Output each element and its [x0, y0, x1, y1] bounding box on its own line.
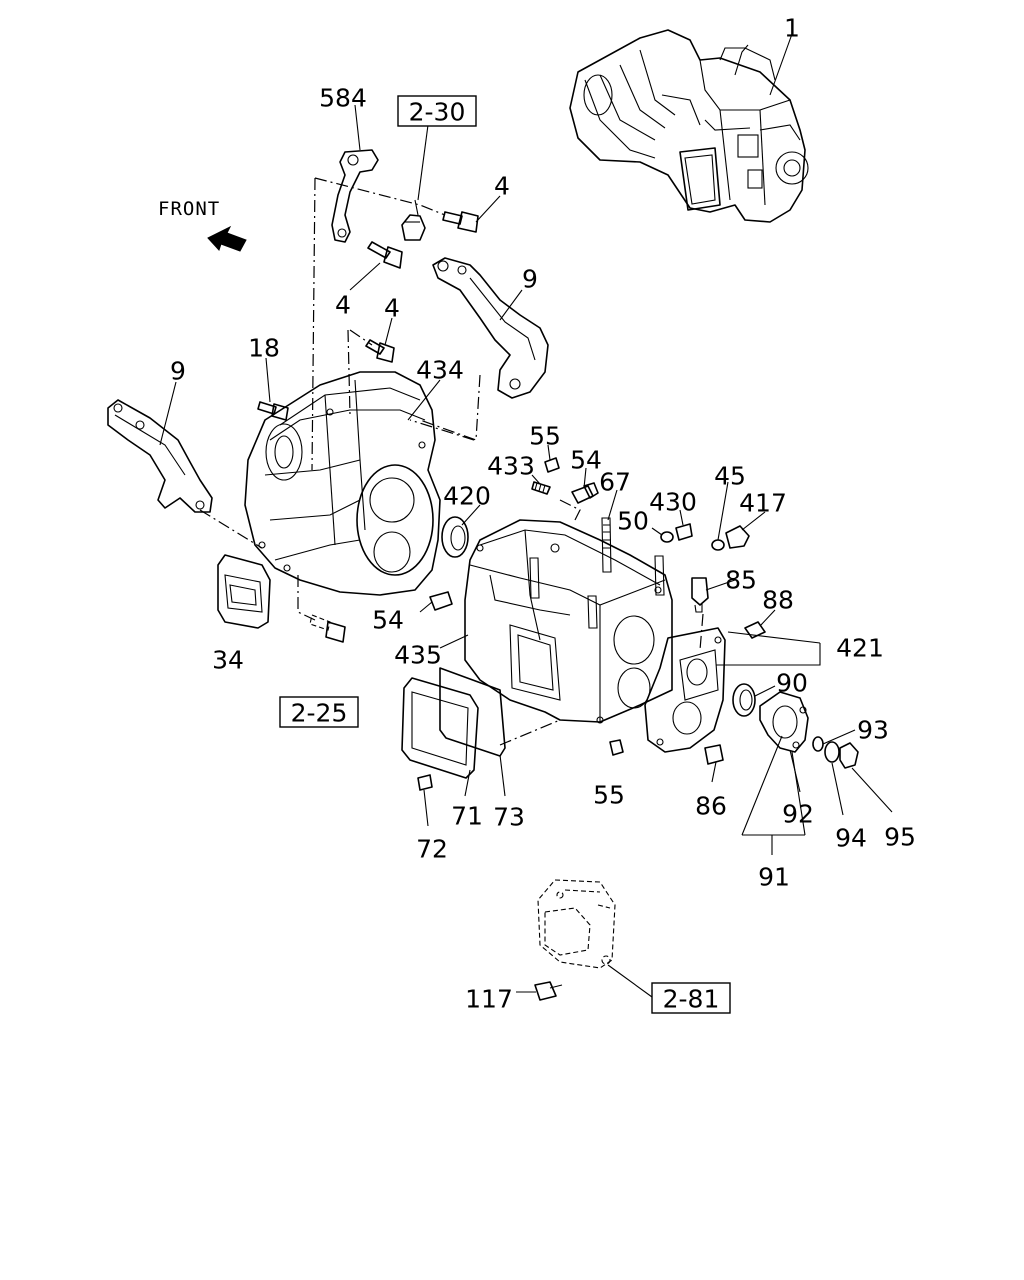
sub-assembly-2-81 [537, 879, 616, 969]
callout-433: 433 [487, 452, 535, 481]
switch-85 [691, 577, 709, 613]
transmission-assembly-thumbnail [569, 29, 809, 223]
clutch-housing-434 [244, 371, 441, 596]
support-bracket-9-left [107, 399, 213, 513]
washer-45 [711, 539, 725, 551]
reference-box-frame [279, 696, 359, 728]
cover-71 [401, 677, 479, 779]
callout-72: 72 [416, 835, 448, 864]
dowel-55-upper [544, 457, 560, 473]
washer-50 [660, 531, 674, 543]
plug-54-lower [429, 591, 453, 611]
callout-91: 91 [758, 863, 790, 892]
reference-label: 2-81 [663, 985, 720, 1014]
callout-434: 434 [416, 356, 464, 385]
bracket-584 [331, 149, 379, 243]
support-bracket-9-right [432, 257, 549, 399]
bolt-430 [675, 523, 693, 541]
reference-box-2-30[interactable]: 2-30 [397, 95, 477, 127]
callout-54: 54 [570, 446, 602, 475]
callout-71: 71 [451, 802, 483, 831]
bolt-4-upper [442, 211, 479, 233]
reference-box-frame [397, 95, 477, 127]
washer-94 [824, 741, 840, 763]
callout-117: 117 [465, 985, 513, 1014]
callout-1: 1 [784, 14, 800, 43]
callout-90: 90 [776, 669, 808, 698]
callout-421: 421 [836, 634, 884, 663]
bolt-housing-lower [309, 614, 346, 643]
callout-85: 85 [725, 566, 757, 595]
dowel-55-lower [609, 739, 624, 756]
bolt-4-middle [367, 241, 403, 269]
callout-55: 55 [529, 422, 561, 451]
nut-417 [725, 525, 750, 549]
reference-box-2-81[interactable]: 2-81 [651, 982, 731, 1014]
flange-92 [759, 691, 809, 753]
oil-seal-90 [732, 683, 756, 717]
gasket-73 [439, 667, 506, 757]
rear-cover-421 [644, 627, 726, 753]
transmission-case-435 [464, 519, 673, 724]
callout-18: 18 [248, 334, 280, 363]
callout-584: 584 [319, 84, 367, 113]
reference-box-frame [651, 982, 731, 1014]
bolt-117 [534, 981, 563, 1001]
callout-417: 417 [739, 489, 787, 518]
bolt-4-lower [365, 339, 395, 363]
spring-433 [531, 481, 551, 495]
callout-73: 73 [493, 803, 525, 832]
nut-95 [839, 742, 859, 769]
callout-430: 430 [649, 488, 697, 517]
reference-label: 2-25 [291, 699, 348, 728]
callout-54: 54 [372, 606, 404, 635]
leader-lines [159, 33, 893, 998]
callout-4: 4 [335, 291, 351, 320]
bolt-72 [417, 774, 433, 791]
callout-435: 435 [394, 641, 442, 670]
callout-9: 9 [522, 265, 538, 294]
callout-93: 93 [857, 716, 889, 745]
callout-420: 420 [443, 482, 491, 511]
callout-50: 50 [617, 507, 649, 536]
plug-54-upper [571, 482, 599, 504]
dust-boot-34 [217, 554, 271, 629]
front-arrow-icon [207, 225, 247, 252]
bolt-86 [704, 744, 724, 765]
callout-92: 92 [782, 800, 814, 829]
o-ring-93 [812, 736, 824, 752]
stud-67 [529, 517, 665, 629]
reference-boxes: 2-30 2-25 2-81 [279, 95, 731, 1014]
callout-4: 4 [384, 294, 400, 323]
callout-55: 55 [593, 781, 625, 810]
reference-box-2-25[interactable]: 2-25 [279, 696, 359, 728]
callout-94: 94 [835, 824, 867, 853]
clip-part [401, 199, 426, 241]
front-direction-indicator [207, 225, 247, 252]
callout-67: 67 [599, 468, 631, 497]
alignment-lines [199, 177, 704, 746]
front-label: FRONT [158, 198, 220, 220]
callout-34: 34 [212, 646, 244, 675]
callout-4: 4 [494, 172, 510, 201]
callout-45: 45 [714, 462, 746, 491]
callout-86: 86 [695, 792, 727, 821]
bolt-18 [257, 401, 289, 421]
oil-seal-420 [441, 516, 469, 558]
reference-label: 2-30 [409, 98, 466, 127]
callout-95: 95 [884, 823, 916, 852]
callout-88: 88 [762, 586, 794, 615]
callout-9: 9 [170, 357, 186, 386]
